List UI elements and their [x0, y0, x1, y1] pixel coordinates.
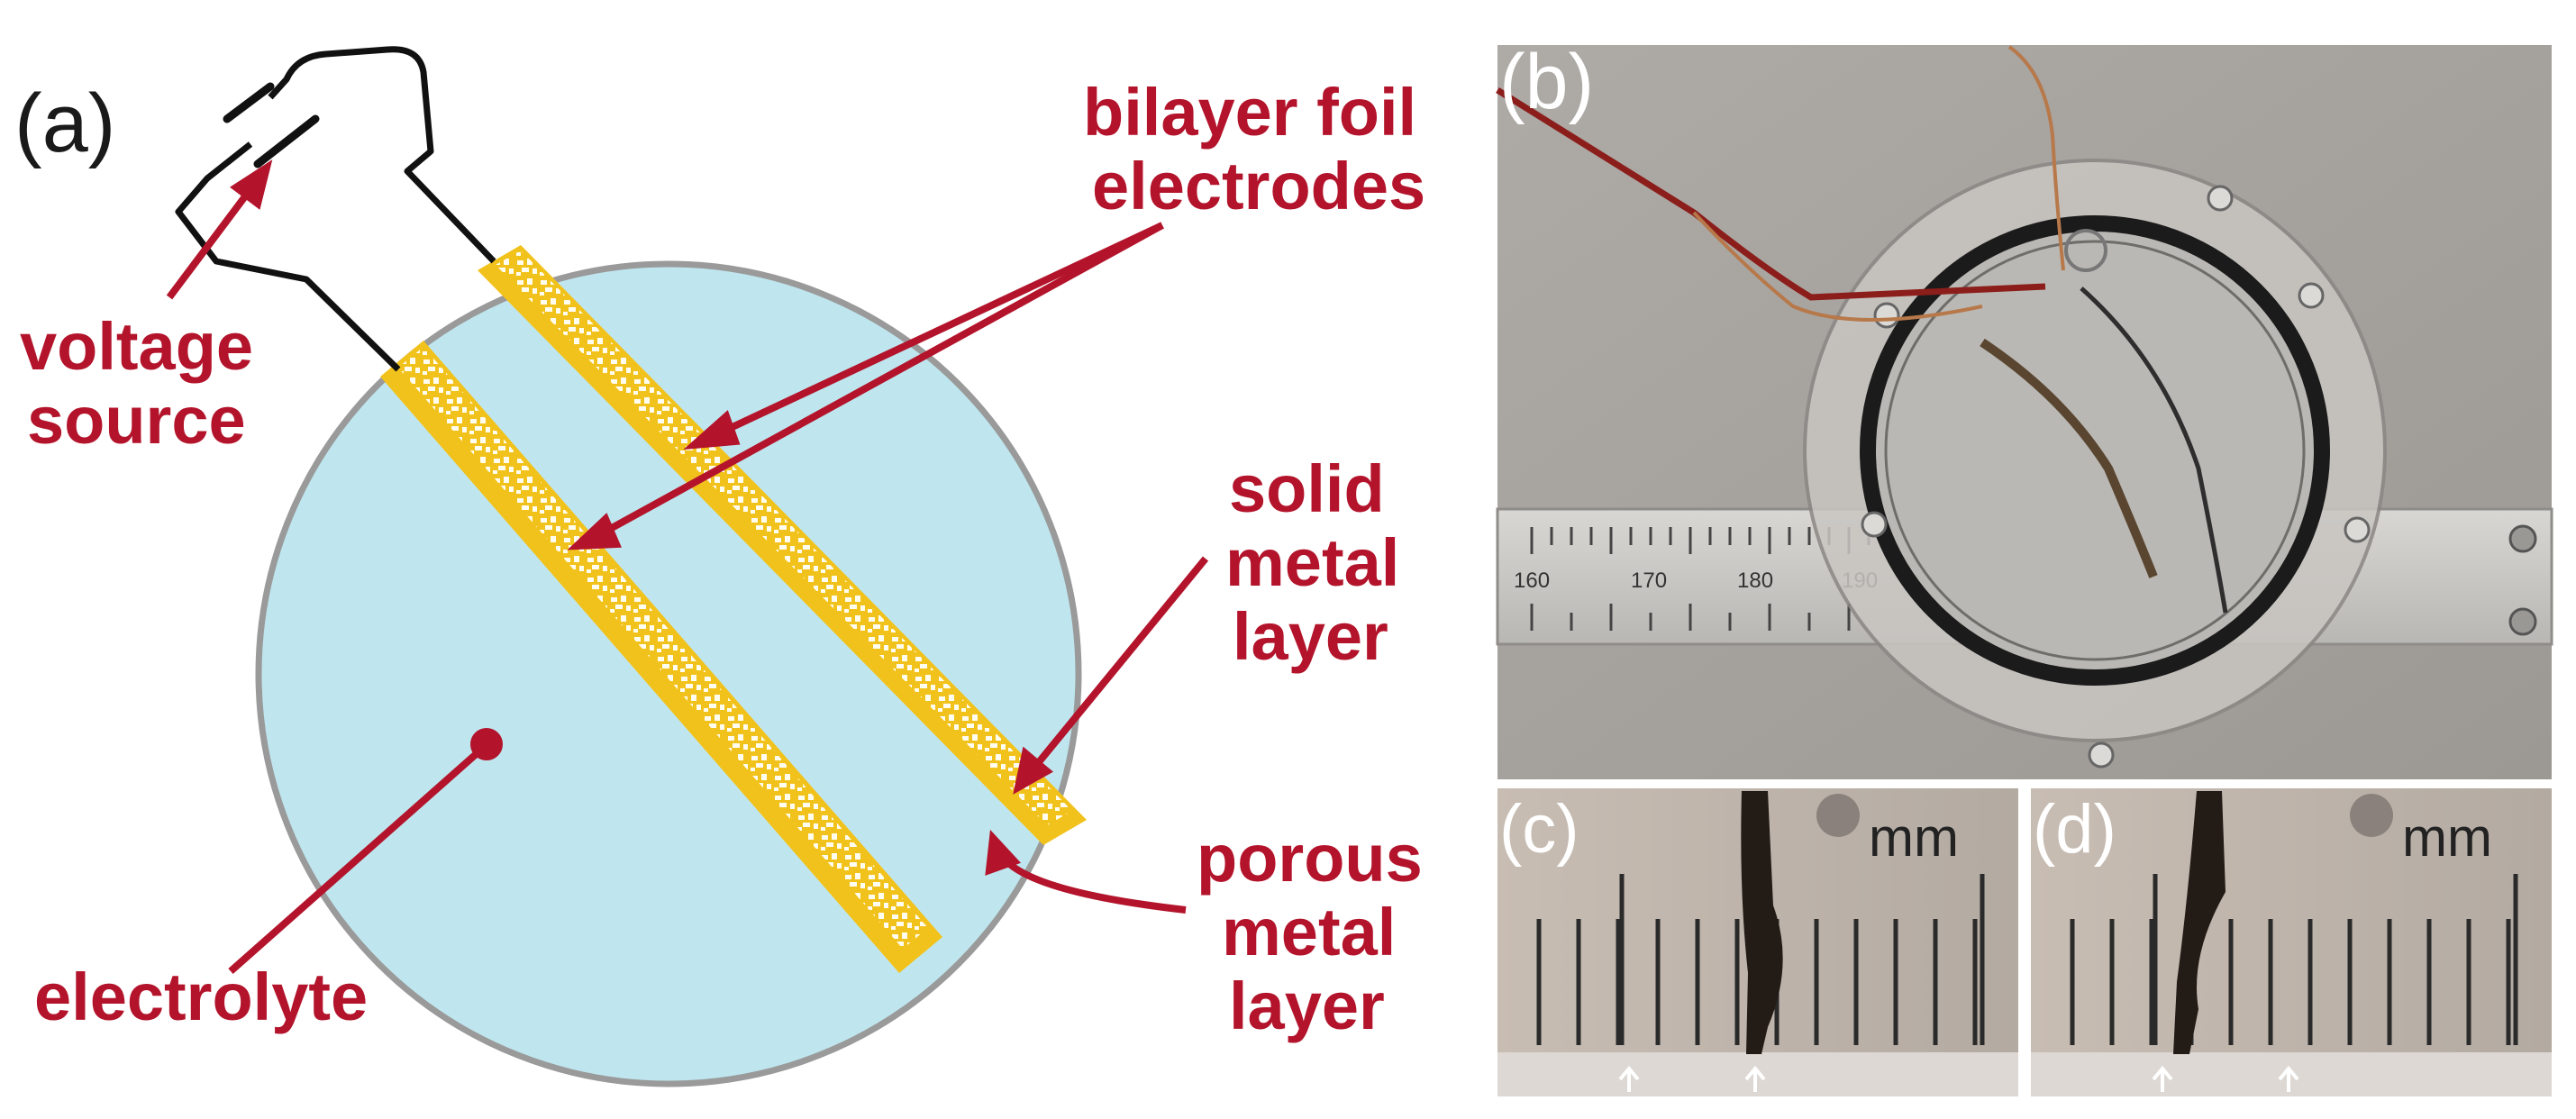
label-solid-line3: layer	[1233, 599, 1388, 674]
label-porous-line1: porous	[1197, 821, 1423, 896]
label-bilayer-line1: bilayer foil	[1083, 75, 1416, 150]
electrolyte-pointer-dot	[470, 728, 503, 760]
panel-c-photo: mm (c)	[1497, 788, 2018, 1096]
panel-label-b: (b)	[1499, 39, 1594, 125]
label-solid-line1: solid	[1229, 451, 1385, 526]
label-porous-metal-layer: porous metal layer	[1197, 821, 1423, 1043]
panel-label-a: (a)	[14, 77, 115, 169]
photo-d-foil-edge	[2173, 791, 2226, 1054]
photo-b-wires	[1496, 45, 2065, 322]
panel-d-photo: mm (d)	[2031, 788, 2552, 1096]
ruler-number-160: 160	[1514, 569, 1550, 593]
label-solid-line2: metal	[1225, 525, 1399, 600]
electrode-strip-left	[380, 341, 942, 973]
label-voltage-line2: source	[27, 383, 246, 458]
photo-b-electrochemical-cell	[1803, 159, 2387, 769]
panel-label-c: (c)	[1499, 791, 1579, 868]
electrode-strip-right	[478, 245, 1087, 845]
photo-c-unit: mm	[1869, 807, 1959, 868]
circuit-wires	[175, 46, 496, 372]
battery-symbol-icon	[223, 82, 320, 168]
panel-a-schematic: (a) bilayer foil electrodes vo	[14, 46, 1425, 1087]
up-arrow-icon	[2152, 1065, 2299, 1092]
label-electrolyte: electrolyte	[34, 960, 368, 1034]
up-arrow-icon	[1618, 1065, 1766, 1092]
label-porous-line3: layer	[1229, 969, 1385, 1043]
panel-label-d: (d)	[2033, 791, 2116, 868]
label-bilayer-line2: electrodes	[1092, 149, 1425, 223]
label-voltage-source: voltage source	[20, 309, 253, 458]
label-voltage-line1: voltage	[20, 309, 253, 384]
photo-d-unit: mm	[2402, 807, 2492, 868]
panel-b-photo: 160 170 180 190	[1496, 39, 2553, 779]
ruler-number-170: 170	[1631, 569, 1667, 593]
ruler-number-180: 180	[1737, 569, 1773, 593]
label-porous-line2: metal	[1222, 895, 1396, 969]
label-solid-metal-layer: solid metal layer	[1225, 451, 1399, 674]
label-bilayer-foil-electrodes: bilayer foil electrodes	[1083, 75, 1425, 223]
photo-c-foil-edge	[1741, 791, 1783, 1054]
pointer-arrows	[166, 159, 1209, 974]
